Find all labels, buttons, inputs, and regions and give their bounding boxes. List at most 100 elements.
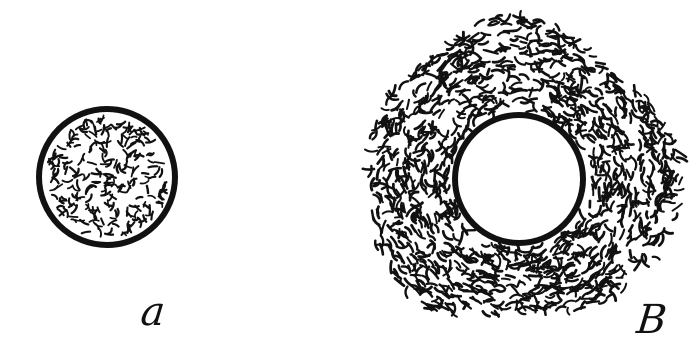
texture-squiggle [130, 206, 139, 207]
texture-squiggle [115, 210, 116, 215]
halo-squiggle [614, 157, 619, 165]
halo-squiggle [552, 286, 560, 287]
halo-squiggle [405, 287, 407, 298]
texture-squiggle [155, 162, 164, 164]
halo-squiggle [535, 285, 548, 286]
halo-squiggle [601, 166, 602, 173]
texture-squiggle [90, 142, 96, 150]
halo-squiggle [452, 295, 461, 297]
halo-squiggle [640, 218, 641, 228]
halo-squiggle [607, 294, 613, 298]
halo-squiggle [566, 265, 575, 270]
halo-squiggle [675, 175, 677, 182]
texture-squiggle [110, 218, 115, 219]
texture-squiggle [63, 180, 73, 182]
halo-squiggle [649, 160, 654, 170]
texture-squiggle [58, 159, 59, 165]
texture-squiggle [68, 186, 73, 189]
halo-squiggle [609, 234, 612, 246]
halo-squiggle [644, 254, 646, 262]
halo-squiggle [479, 290, 487, 291]
halo-squiggle [498, 32, 509, 35]
halo-squiggle [596, 66, 607, 69]
halo-squiggle [435, 181, 436, 187]
halo-squiggle [571, 275, 580, 276]
texture-squiggle [62, 197, 66, 200]
texture-squiggle [94, 222, 103, 227]
halo-squiggle [558, 38, 559, 47]
texture-squiggle [148, 160, 153, 162]
halo-squiggle [511, 45, 519, 47]
halo-squiggle [605, 225, 612, 232]
texture-squiggle [82, 232, 91, 234]
halo-squiggle [504, 65, 515, 66]
halo-squiggle [537, 26, 541, 32]
halo-squiggle [679, 177, 682, 184]
texture-squiggle [139, 136, 140, 142]
halo-squiggle [416, 267, 422, 275]
halo-squiggle [564, 112, 573, 115]
halo-squiggle [452, 126, 458, 135]
halo-squiggle [408, 258, 412, 265]
halo-squiggle [392, 104, 400, 111]
halo-squiggle [438, 53, 448, 55]
halo-squiggle [444, 154, 450, 166]
halo-squiggle [596, 63, 605, 65]
texture-squiggle [98, 207, 100, 212]
halo-squiggle [422, 175, 423, 183]
halo-squiggle [506, 275, 515, 277]
halo-squiggle [663, 201, 670, 202]
halo-squiggle [630, 196, 631, 208]
texture-squiggle [75, 145, 80, 146]
halo-squiggle [487, 69, 489, 75]
halo-squiggle [396, 223, 402, 224]
halo-squiggle [576, 45, 585, 52]
halo-squiggle [630, 209, 631, 215]
halo-squiggle [611, 201, 614, 209]
halo-squiggle [495, 254, 500, 266]
halo-squiggle [653, 257, 660, 260]
halo-squiggle [434, 110, 440, 114]
halo-squiggle [519, 282, 525, 285]
halo-squiggle [396, 209, 404, 211]
texture-squiggle [123, 135, 129, 139]
halo-squiggle [431, 102, 438, 111]
texture-squiggle [105, 159, 114, 161]
halo-squiggle [407, 100, 409, 109]
halo-squiggle [673, 214, 677, 220]
texture-squiggle [149, 177, 156, 179]
halo-squiggle [579, 210, 584, 220]
halo-squiggle [592, 184, 593, 195]
halo-squiggle [626, 98, 632, 102]
halo-squiggle [636, 235, 642, 240]
halo-squiggle [634, 85, 635, 96]
halo-squiggle [432, 244, 434, 253]
halo-squiggle [434, 58, 439, 63]
texture-squiggle [85, 134, 90, 138]
halo-squiggle [416, 243, 418, 250]
halo-squiggle [425, 308, 434, 309]
halo-squiggle [435, 214, 437, 224]
halo-squiggle [666, 141, 676, 144]
halo-squiggle [425, 180, 433, 186]
halo-squiggle [399, 123, 400, 131]
halo-squiggle [425, 287, 431, 290]
halo-squiggle [605, 183, 606, 190]
texture-squiggle [142, 173, 148, 174]
halo-squiggle [574, 307, 584, 311]
texture-squiggle [131, 137, 137, 138]
halo-squiggle [401, 279, 403, 285]
large-halo [363, 11, 687, 317]
halo-squiggle [405, 149, 408, 158]
halo-squiggle [403, 167, 409, 169]
halo-squiggle [584, 91, 594, 96]
texture-squiggle [69, 131, 70, 139]
halo-squiggle [550, 73, 559, 77]
halo-squiggle [404, 127, 406, 135]
halo-squiggle [578, 245, 584, 251]
halo-squiggle [606, 251, 608, 257]
small-circle [39, 109, 175, 245]
halo-squiggle [562, 87, 569, 88]
halo-squiggle [515, 57, 525, 64]
halo-squiggle [577, 85, 579, 92]
